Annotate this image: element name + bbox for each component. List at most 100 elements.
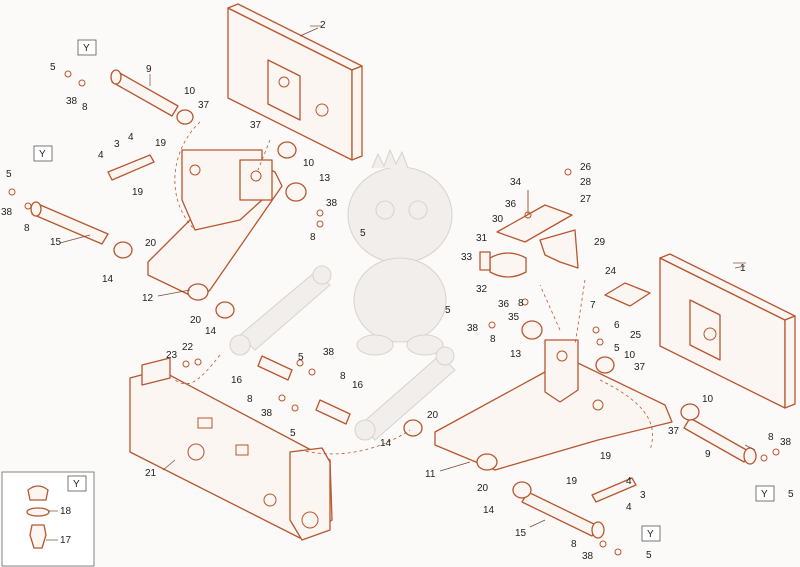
bushings — [113, 109, 700, 499]
callout-1: 1 — [740, 263, 746, 274]
callout-11: 11 — [425, 469, 436, 480]
callout-35: 35 — [508, 312, 520, 323]
callout-5: 5 — [788, 489, 794, 500]
svg-text:Y: Y — [73, 479, 80, 490]
bracket-assembly — [496, 190, 579, 269]
callout-18: 18 — [60, 506, 72, 517]
callout-37: 37 — [668, 426, 680, 437]
callout-3: 3 — [114, 139, 120, 150]
callout-21: 21 — [145, 468, 157, 479]
callout-5: 5 — [6, 169, 12, 180]
callout-8: 8 — [768, 432, 774, 443]
callout-6: 6 — [614, 320, 620, 331]
callout-32: 32 — [476, 284, 488, 295]
callout-38: 38 — [582, 551, 594, 562]
mounting-plate-right — [659, 253, 796, 409]
callout-19: 19 — [155, 138, 167, 149]
callout-10: 10 — [624, 350, 636, 361]
callout-20: 20 — [477, 483, 489, 494]
callout-38: 38 — [1, 207, 13, 218]
callout-8: 8 — [340, 371, 346, 382]
svg-text:Y: Y — [39, 149, 46, 160]
callout-25: 25 — [630, 330, 642, 341]
fitting-cap — [27, 485, 49, 501]
callout-19: 19 — [600, 451, 612, 462]
main-frame — [129, 357, 333, 541]
callout-10: 10 — [303, 158, 315, 169]
callout-8: 8 — [518, 298, 524, 309]
callout-14: 14 — [205, 326, 217, 337]
callout-38: 38 — [323, 347, 335, 358]
callout-24: 24 — [605, 266, 617, 277]
assembly-lines — [174, 121, 653, 455]
pin-15-left — [30, 201, 109, 245]
y-flag-left: Y — [33, 145, 53, 162]
callout-5: 5 — [445, 305, 451, 316]
callout-16: 16 — [231, 375, 243, 386]
callout-17: 17 — [60, 535, 72, 546]
y-flag-top: Y — [77, 39, 97, 56]
svg-text:Y: Y — [647, 529, 654, 540]
svg-text:Y: Y — [83, 43, 90, 54]
callout-8: 8 — [571, 539, 577, 550]
callout-19: 19 — [566, 476, 578, 487]
callout-33: 33 — [461, 252, 473, 263]
grease-fitting — [29, 524, 47, 549]
callout-8: 8 — [490, 334, 496, 345]
callout-31: 31 — [476, 233, 488, 244]
svg-text:Y: Y — [761, 489, 768, 500]
callout-14: 14 — [102, 274, 114, 285]
mounting-plate-left — [227, 3, 363, 161]
callout-4: 4 — [128, 132, 134, 143]
callout-5: 5 — [298, 352, 304, 363]
y-flag-bottom: Y — [641, 525, 661, 542]
callout-19: 19 — [132, 187, 144, 198]
callout-labels: 2 1 5 38 8 9 10 37 37 10 3 4 4 19 19 5 3… — [1, 20, 794, 562]
callout-4: 4 — [98, 150, 104, 161]
arm-lower-right — [434, 339, 673, 471]
pin-9-right — [683, 417, 757, 465]
callout-5: 5 — [646, 550, 652, 561]
callout-5: 5 — [360, 228, 366, 239]
callout-3: 3 — [640, 490, 646, 501]
callout-9: 9 — [146, 64, 152, 75]
ghost-cylinder-upper — [229, 265, 332, 356]
callout-8: 8 — [82, 102, 88, 113]
callout-20: 20 — [145, 238, 157, 249]
pin-15-lower — [521, 491, 605, 539]
callout-37: 37 — [634, 362, 646, 373]
detail-inset-y: Y — [1, 471, 95, 567]
callout-8: 8 — [247, 394, 253, 405]
y-flag-right: Y — [755, 485, 775, 502]
callout-5: 5 — [614, 343, 620, 354]
clamp-assembly — [479, 251, 527, 278]
callout-29: 29 — [594, 237, 606, 248]
callout-16: 16 — [352, 380, 364, 391]
callout-38: 38 — [326, 198, 338, 209]
callout-20: 20 — [190, 315, 202, 326]
ghost-cylinder-lower — [354, 346, 456, 441]
callout-13: 13 — [510, 349, 522, 360]
callout-20: 20 — [427, 410, 439, 421]
callout-38: 38 — [780, 437, 792, 448]
callout-14: 14 — [483, 505, 495, 516]
callout-4: 4 — [626, 476, 632, 487]
callout-15: 15 — [50, 237, 62, 248]
callout-27: 27 — [580, 194, 592, 205]
callout-8: 8 — [310, 232, 316, 243]
callout-7: 7 — [590, 300, 596, 311]
callout-22: 22 — [182, 342, 194, 353]
callout-5: 5 — [290, 428, 296, 439]
callout-5: 5 — [50, 62, 56, 73]
callout-13: 13 — [319, 173, 331, 184]
callout-2: 2 — [320, 20, 326, 31]
callout-9: 9 — [705, 449, 711, 460]
callout-36: 36 — [505, 199, 517, 210]
callout-15: 15 — [515, 528, 527, 539]
watermark-mascot — [347, 148, 453, 356]
callout-30: 30 — [492, 214, 504, 225]
callout-34: 34 — [510, 177, 522, 188]
callout-4: 4 — [626, 502, 632, 513]
callout-37: 37 — [250, 120, 262, 131]
callout-10: 10 — [184, 86, 196, 97]
